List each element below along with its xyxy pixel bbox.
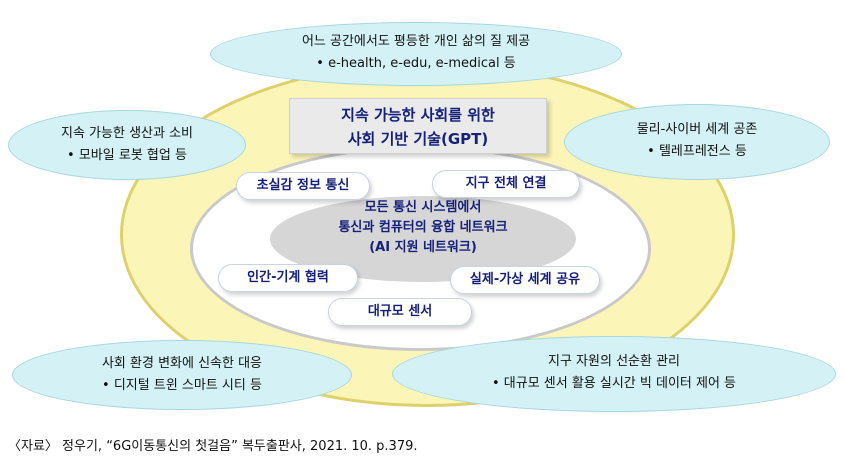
goal-bottom-right: 지구 자원의 선순환 관리 • 대규모 센서 활용 실시간 빅 데이터 제어 등 [392,336,836,412]
tech-pill-human-machine: 인간-기계 협력 [218,264,358,292]
tech-pill-global-connection: 지구 전체 연결 [432,170,580,198]
core-line3: (AI 지원 네트워크) [369,240,477,255]
goal-right: 물리-사이버 세계 공존 • 텔레프레전스 등 [564,104,830,180]
goal-left: 지속 가능한 생산과 소비 • 모바일 로봇 협업 등 [8,110,246,180]
goal-bottom-left-bullet: • 디지털 트윈 스마트 시티 등 [102,378,262,393]
center-title-box: 지속 가능한 사회를 위한 사회 기반 기술(GPT) [289,98,547,154]
tech-pill-large-sensor: 대규모 센서 [328,298,472,326]
core-line2: 통신과 컴퓨터의 융합 네트워크 [338,220,508,235]
tech-pill-immersive: 초실감 정보 통신 [236,172,370,200]
core-text: 모든 통신 시스템에서 통신과 컴퓨터의 융합 네트워크 (AI 지원 네트워크… [270,198,576,258]
source-caption: 〈자료〉 정우기, “6G이동통신의 첫걸음” 복두출판사, 2021. 10.… [8,439,418,454]
center-title-line2: 사회 기반 기술(GPT) [347,130,489,148]
goal-bottom-left: 사회 환경 변화에 신속한 대응 • 디지털 트윈 스마트 시티 등 [12,340,352,410]
goal-top-bullet: • e-health, e-edu, e-medical 등 [316,56,516,71]
center-title-line1: 지속 가능한 사회를 위한 [341,106,495,124]
goal-top-title: 어느 공간에서도 평등한 개인 삶의 질 제공 [301,34,531,49]
goal-left-title: 지속 가능한 생산과 소비 [61,126,193,141]
core-line1: 모든 통신 시스템에서 [364,200,482,215]
tech-pill-real-virtual: 실제-가상 세계 공유 [450,266,600,294]
goal-top: 어느 공간에서도 평등한 개인 삶의 질 제공 • e-health, e-ed… [210,22,622,86]
goal-left-bullet: • 모바일 로봇 협업 등 [67,148,187,163]
goal-bottom-right-bullet: • 대규모 센서 활용 실시간 빅 데이터 제어 등 [491,376,737,391]
goal-bottom-left-title: 사회 환경 변화에 신속한 대응 [101,356,263,371]
goal-bottom-right-title: 지구 자원의 선순환 관리 [548,354,680,369]
goal-right-title: 물리-사이버 세계 공존 [636,122,758,137]
goal-right-bullet: • 텔레프레전스 등 [647,144,747,159]
